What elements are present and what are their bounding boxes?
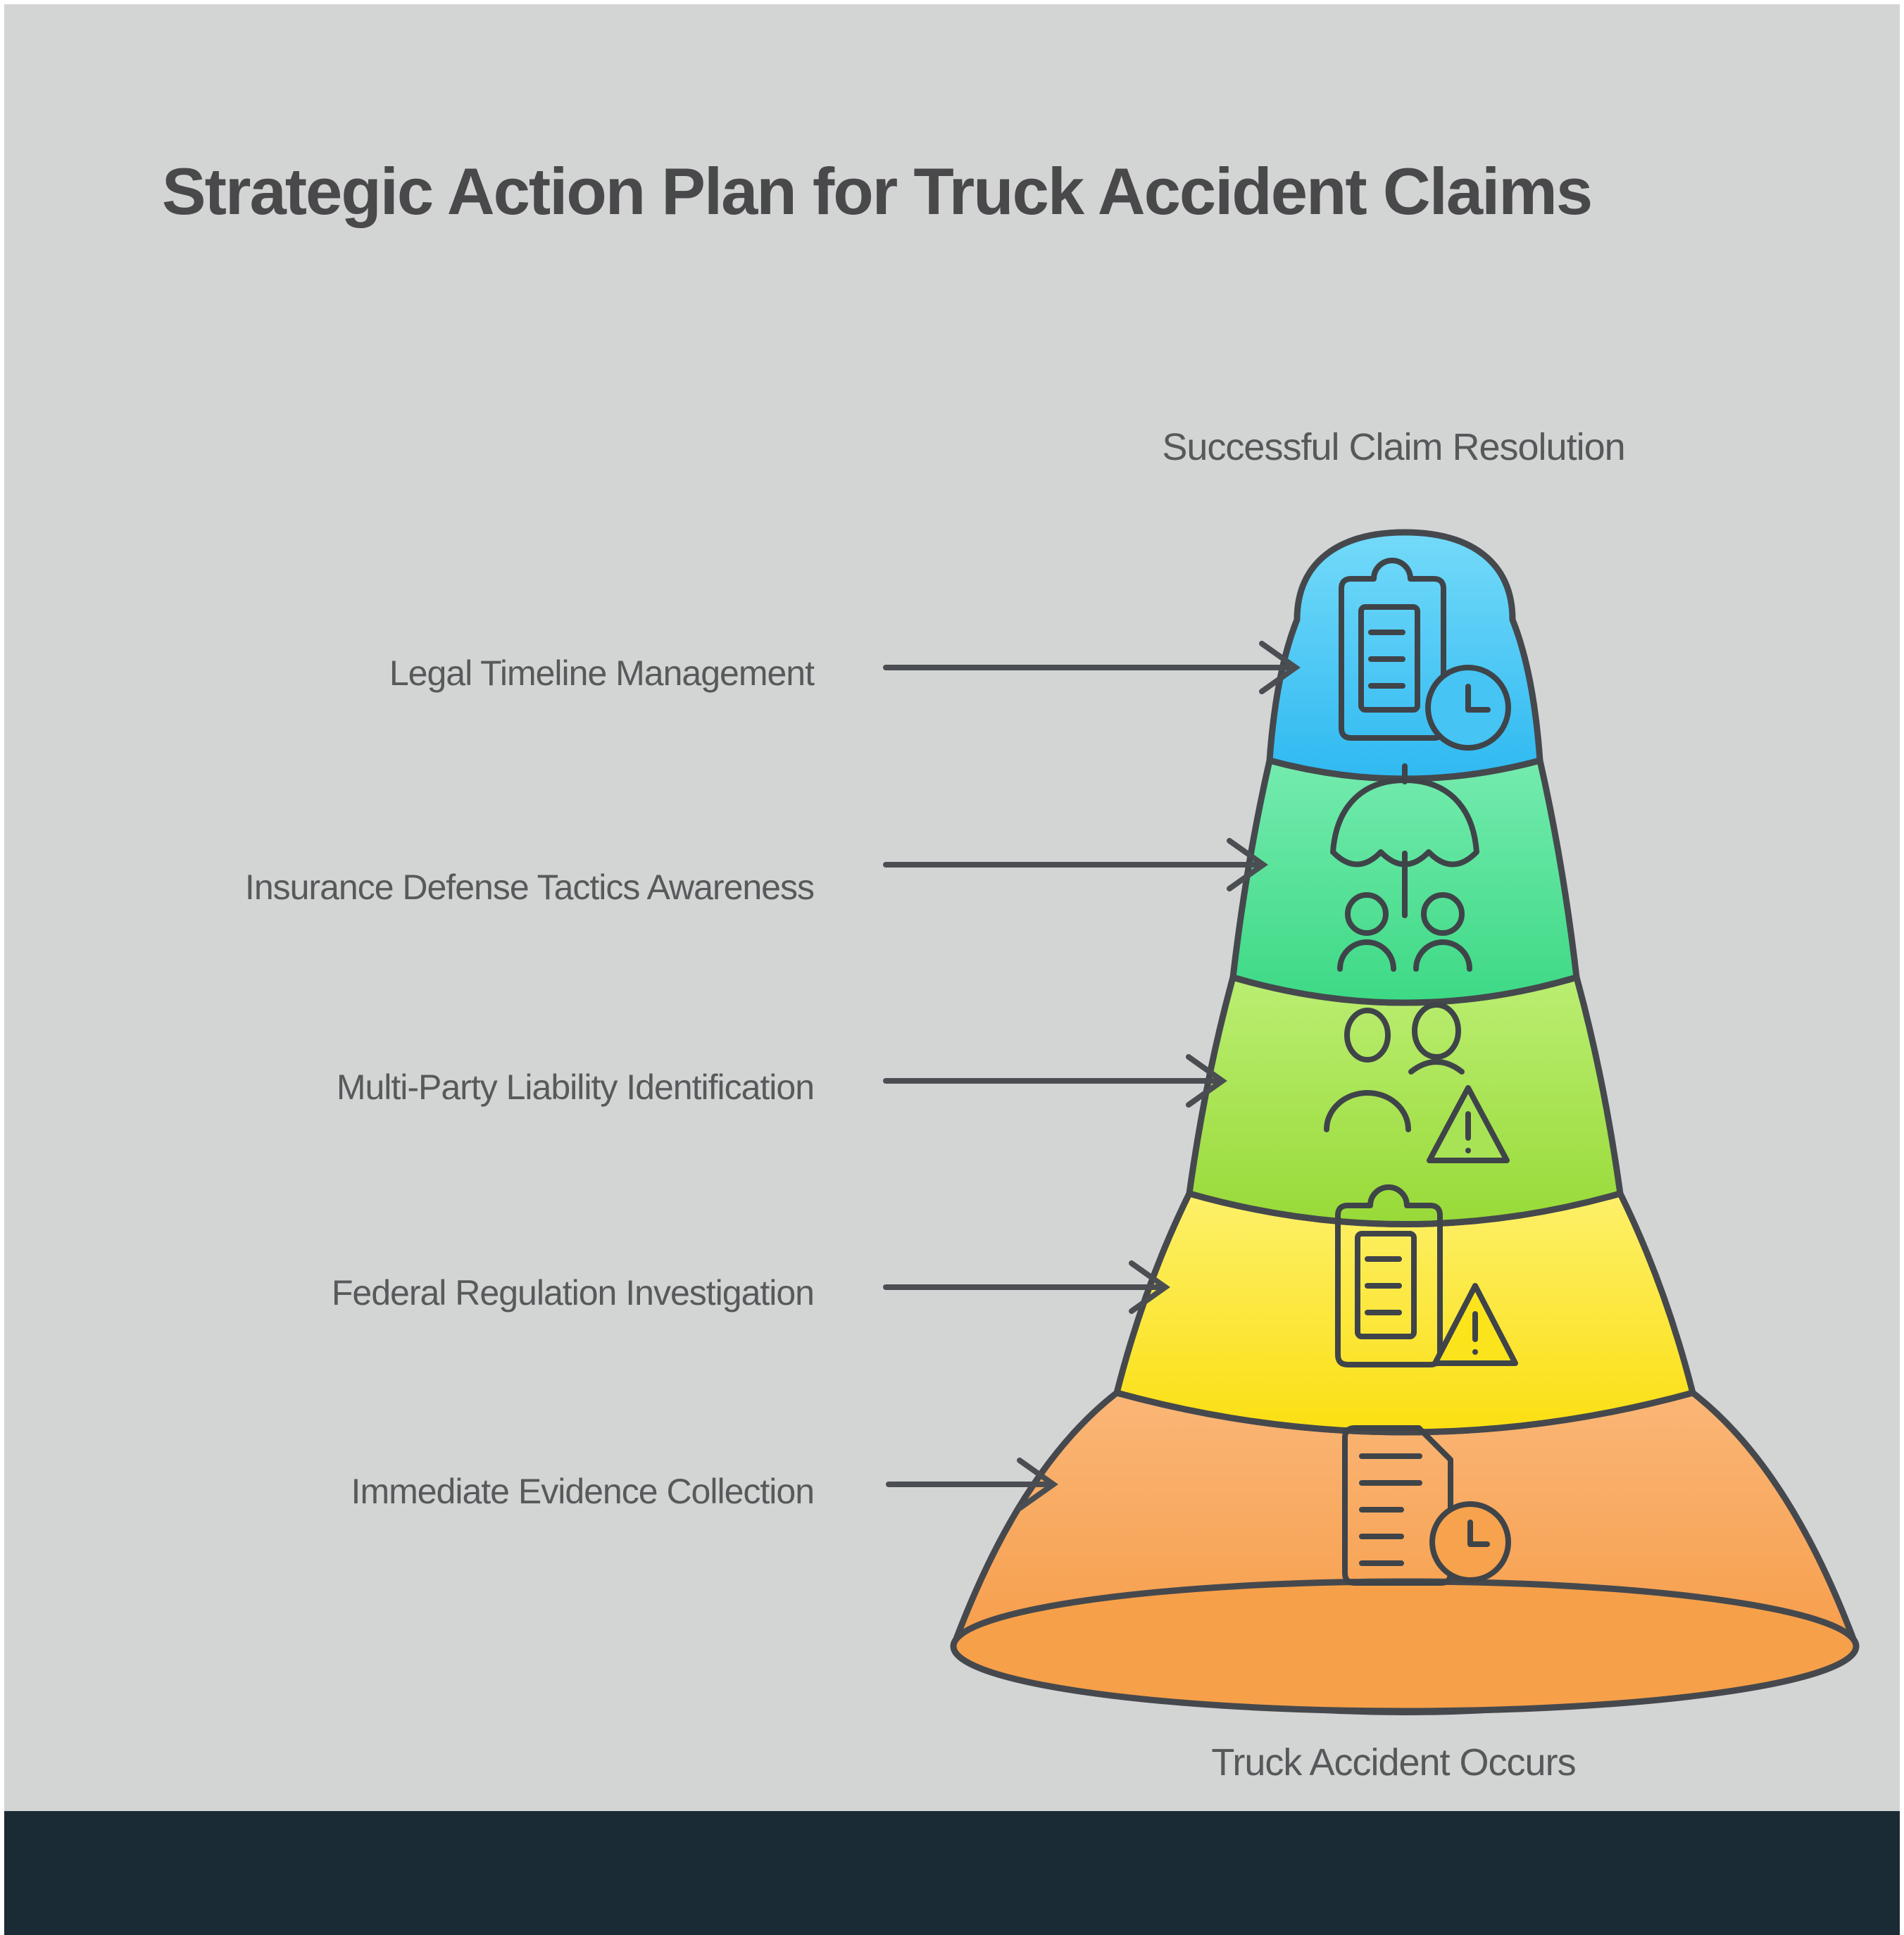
- step-label-liability: Multi-Party Liability Identification: [336, 1067, 815, 1107]
- funnel-segment-liability: [1186, 974, 1624, 1227]
- funnel-bottom-endpoint-label: Truck Accident Occurs: [1211, 1741, 1576, 1784]
- people-warning-icon: [1324, 1002, 1510, 1163]
- bottom-bar: [4, 1811, 1900, 1935]
- document-clock-icon: [1342, 1425, 1511, 1586]
- clipboard-clock-icon: [1339, 558, 1511, 751]
- arrow-evidence: [886, 1458, 1058, 1511]
- arrow-regulation: [883, 1260, 1170, 1314]
- umbrella-people-icon: [1330, 763, 1479, 972]
- step-label-evidence: Immediate Evidence Collection: [351, 1472, 815, 1511]
- page-title: Strategic Action Plan for Truck Accident…: [161, 154, 1593, 228]
- step-label-insurance: Insurance Defense Tactics Awareness: [244, 868, 815, 907]
- funnel-base-rim: [950, 1578, 1860, 1715]
- arrow-insurance: [883, 838, 1268, 891]
- funnel-segment-regulation: [1113, 1190, 1696, 1436]
- funnel-top-endpoint-label: Successful Claim Resolution: [1162, 426, 1625, 468]
- step-label-regulation: Federal Regulation Investigation: [331, 1273, 815, 1313]
- infographic-canvas: Strategic Action Plan for Truck Accident…: [4, 4, 1900, 1935]
- clipboard-warning-icon: [1335, 1184, 1518, 1367]
- arrow-timeline: [883, 641, 1301, 694]
- step-label-timeline: Legal Timeline Management: [389, 653, 815, 693]
- arrow-liability: [883, 1054, 1227, 1108]
